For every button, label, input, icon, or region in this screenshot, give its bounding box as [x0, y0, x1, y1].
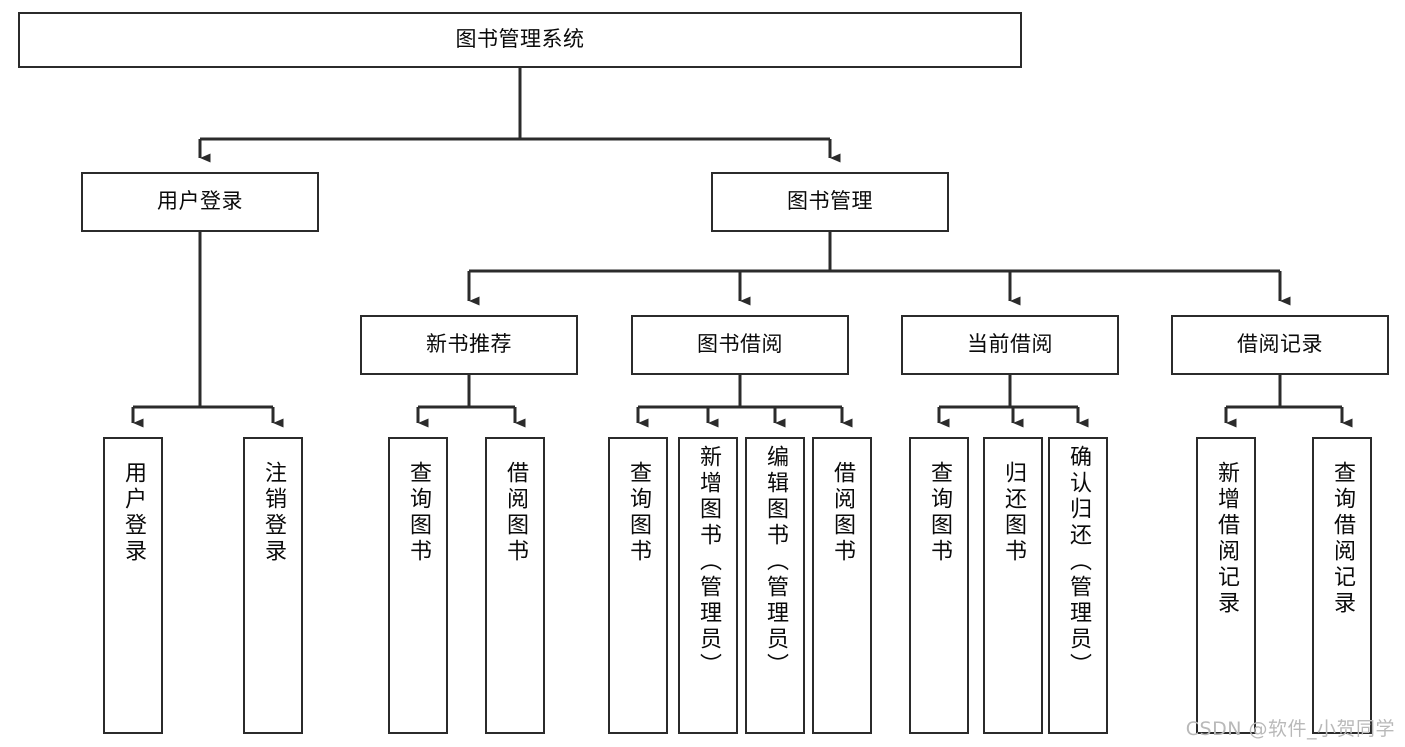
node-label: 借阅记录: [1237, 332, 1323, 357]
node-label: 图书借阅: [697, 332, 783, 357]
node-new-book-recommend[interactable]: 新书推荐: [360, 315, 578, 375]
leaf-borrow-book-rec[interactable]: 借阅图书: [485, 437, 545, 734]
node-label: 借阅图书: [830, 461, 855, 565]
node-label: 查询图书: [927, 461, 952, 565]
node-label: 查询图书: [626, 461, 651, 565]
node-label: 新增图书（管理员）: [696, 445, 721, 679]
watermark: CSDN @软件_小贺同学: [1185, 718, 1395, 740]
node-label: 确认归还（管理员）: [1066, 445, 1091, 679]
node-label: 查询图书: [406, 461, 431, 565]
node-label: 用户登录: [121, 461, 146, 565]
node-label: 新增借阅记录: [1214, 461, 1239, 617]
leaf-edit-book-admin[interactable]: 编辑图书（管理员）: [745, 437, 805, 734]
node-user-login[interactable]: 用户登录: [81, 172, 319, 232]
leaf-logout[interactable]: 注销登录: [243, 437, 303, 734]
leaf-add-borrow-record[interactable]: 新增借阅记录: [1196, 437, 1256, 734]
node-label: 查询借阅记录: [1330, 461, 1355, 617]
node-label: 编辑图书（管理员）: [763, 445, 788, 679]
leaf-user-login[interactable]: 用户登录: [103, 437, 163, 734]
node-current-borrow[interactable]: 当前借阅: [901, 315, 1119, 375]
leaf-borrow-book-borrow[interactable]: 借阅图书: [812, 437, 872, 734]
node-book-management[interactable]: 图书管理: [711, 172, 949, 232]
node-label: 归还图书: [1001, 461, 1026, 565]
leaf-query-borrow-record[interactable]: 查询借阅记录: [1312, 437, 1372, 734]
leaf-add-book-admin[interactable]: 新增图书（管理员）: [678, 437, 738, 734]
leaf-return-book[interactable]: 归还图书: [983, 437, 1043, 734]
node-label: 用户登录: [157, 189, 243, 214]
node-label: 当前借阅: [967, 332, 1053, 357]
node-label: 新书推荐: [426, 332, 512, 357]
node-label: 图书管理系统: [455, 27, 585, 52]
leaf-query-book-borrow[interactable]: 查询图书: [608, 437, 668, 734]
node-root-system[interactable]: 图书管理系统: [18, 12, 1022, 68]
node-label: 图书管理: [787, 189, 873, 214]
node-borrow-record[interactable]: 借阅记录: [1171, 315, 1389, 375]
node-book-borrow[interactable]: 图书借阅: [631, 315, 849, 375]
leaf-confirm-return-admin[interactable]: 确认归还（管理员）: [1048, 437, 1108, 734]
node-label: 注销登录: [261, 461, 286, 565]
node-label: 借阅图书: [503, 461, 528, 565]
leaf-query-book-rec[interactable]: 查询图书: [388, 437, 448, 734]
leaf-query-book-current[interactable]: 查询图书: [909, 437, 969, 734]
